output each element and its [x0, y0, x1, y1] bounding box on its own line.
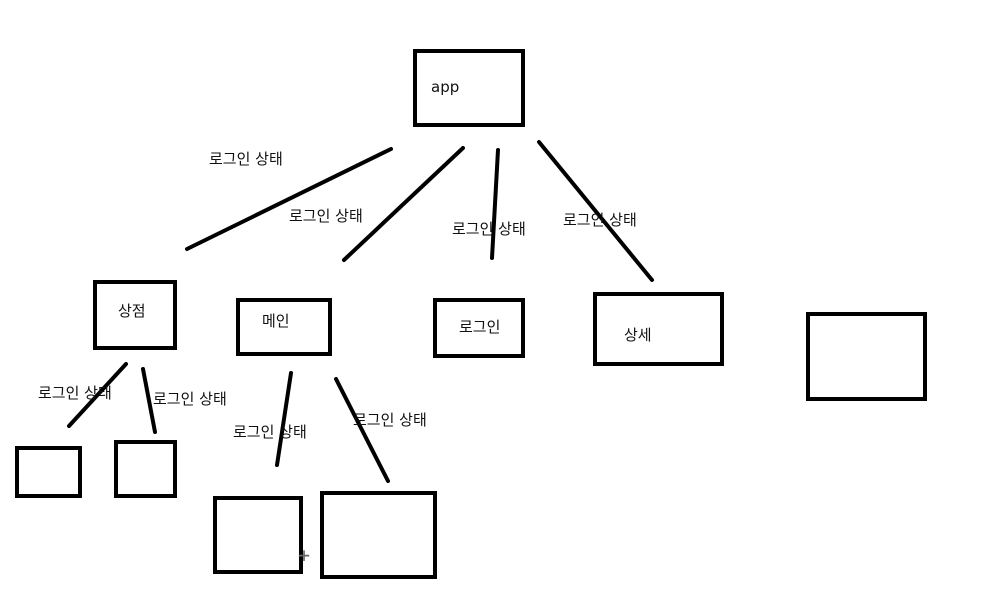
edge-main-right — [334, 377, 390, 483]
node-shop-child-right — [114, 440, 177, 498]
node-main-child-left — [213, 496, 303, 574]
node-shop — [93, 280, 177, 350]
edge-app-detail — [537, 140, 654, 282]
node-shop-label: 상점 — [118, 302, 146, 320]
node-main-label: 메인 — [262, 312, 290, 330]
edge-label-app-main: 로그인 상태 — [289, 207, 363, 225]
edge-label-app-login: 로그인 상태 — [452, 220, 526, 238]
edge-app-login — [490, 148, 500, 260]
node-detail — [593, 292, 724, 366]
edge-app-shop — [185, 147, 393, 251]
edge-main-left — [275, 371, 293, 467]
node-empty-right — [806, 312, 927, 401]
edge-label-main-left: 로그인 상태 — [233, 423, 307, 441]
edge-app-main — [342, 146, 465, 262]
edge-label-shop-right: 로그인 상태 — [153, 390, 227, 408]
node-shop-child-left — [15, 446, 82, 498]
node-app — [413, 49, 525, 127]
edge-label-main-right: 로그인 상태 — [353, 411, 427, 429]
crosshair-cursor-icon: + — [298, 543, 311, 567]
node-app-label: app — [431, 78, 460, 96]
edge-shop-right — [141, 367, 157, 434]
node-login-label: 로그인 — [459, 318, 501, 336]
node-main — [236, 298, 332, 356]
edge-label-shop-left: 로그인 상태 — [38, 384, 112, 402]
node-main-child-right — [320, 491, 437, 579]
edge-label-app-shop: 로그인 상태 — [209, 150, 283, 168]
node-login — [433, 298, 525, 358]
node-detail-label: 상세 — [624, 326, 652, 344]
edge-shop-left — [67, 362, 128, 428]
edge-label-app-detail: 로그인 상태 — [563, 211, 637, 229]
